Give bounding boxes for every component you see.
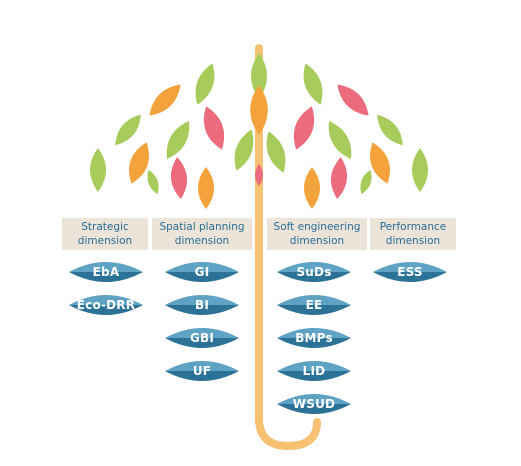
dimension-title: Strategic xyxy=(81,221,129,233)
pill-label: Eco-DRR xyxy=(76,298,136,312)
dimension-subtitle: dimension xyxy=(174,235,230,247)
dimension-header-spatial-planning: Spatial planning dimension xyxy=(152,218,252,250)
canopy-leaf xyxy=(149,84,181,116)
dimension-subtitle: dimension xyxy=(385,235,441,247)
pill-label: EbA xyxy=(92,265,120,279)
pill-uf: UF xyxy=(164,358,240,384)
pill-label: EE xyxy=(305,298,323,312)
dimension-header-strategic: Strategic dimension xyxy=(62,218,148,250)
dimension-subtitle: dimension xyxy=(289,235,345,247)
pill-label: ESS xyxy=(397,265,423,279)
canopy-leaf xyxy=(360,169,372,195)
canopy-leaf xyxy=(171,157,187,199)
umbrella-hook xyxy=(255,414,321,451)
pill-bmps: BMPs xyxy=(276,325,352,351)
pill-bi: BI xyxy=(164,292,240,318)
canopy-leaf xyxy=(234,129,254,171)
pill-label: GI xyxy=(194,265,210,279)
pill-label: WSUD xyxy=(292,397,336,411)
pill-lid: LID xyxy=(276,358,352,384)
canopy-leaf xyxy=(377,114,403,146)
dimension-title: Spatial planning xyxy=(159,221,245,233)
pill-wsud: WSUD xyxy=(276,391,352,417)
pill-label: UF xyxy=(192,364,212,378)
canopy-leaf xyxy=(266,131,286,173)
pill-label: SuDs xyxy=(296,265,332,279)
canopy-leaf xyxy=(195,63,215,105)
dimension-title: Performance xyxy=(379,221,447,233)
pill-gi: GI xyxy=(164,259,240,285)
pill-ee: EE xyxy=(276,292,352,318)
canopy-leaf xyxy=(166,120,190,160)
umbrella-canopy-leaves xyxy=(90,53,428,209)
canopy-leaf xyxy=(129,142,149,184)
dimension-header-soft-engineering: Soft engineering dimension xyxy=(267,218,367,250)
pill-label: GBI xyxy=(189,331,215,345)
pill-suds: SuDs xyxy=(276,259,352,285)
pill-label: LID xyxy=(302,364,326,378)
pill-ess: ESS xyxy=(372,259,448,285)
canopy-leaf xyxy=(198,167,214,209)
dimension-header-performance: Performance dimension xyxy=(370,218,456,250)
pill-label: BI xyxy=(194,298,209,312)
canopy-leaf xyxy=(293,106,315,150)
canopy-leaf xyxy=(303,63,323,105)
canopy-leaf xyxy=(250,85,268,135)
dimension-subtitle: dimension xyxy=(77,235,133,247)
pill-eco-drr: Eco-DRR xyxy=(68,292,144,318)
canopy-leaf xyxy=(412,148,428,192)
canopy-leaf xyxy=(370,142,390,184)
pill-label: BMPs xyxy=(295,331,333,345)
canopy-leaf xyxy=(115,114,141,146)
dimension-title: Soft engineering xyxy=(273,221,361,233)
canopy-leaf xyxy=(251,53,267,99)
canopy-leaf xyxy=(337,84,369,116)
canopy-leaf xyxy=(90,148,106,192)
canopy-leaf xyxy=(331,157,347,199)
pill-gbi: GBI xyxy=(164,325,240,351)
canopy-leaf xyxy=(147,169,159,195)
canopy-leaf xyxy=(255,164,263,186)
canopy-leaf xyxy=(203,106,225,150)
pill-eba: EbA xyxy=(68,259,144,285)
canopy-leaf xyxy=(304,167,320,209)
canopy-leaf xyxy=(328,120,352,160)
